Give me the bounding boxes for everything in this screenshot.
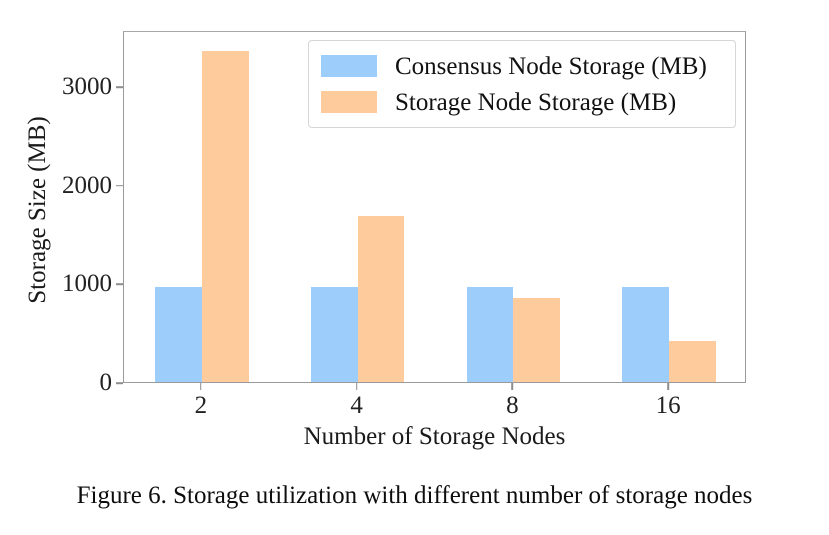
chart-legend: Consensus Node Storage (MB) Storage Node … [308,40,736,128]
x-axis-tick-mark [355,383,358,390]
y-axis-tick-label: 3000 [62,73,112,101]
y-axis-tick-mark [116,382,123,384]
x-axis-label: Number of Storage Nodes [303,423,566,450]
x-axis-tick-label: 16 [655,392,681,419]
y-axis-tick-mark [116,283,123,286]
legend-item[interactable]: Storage Node Storage (MB) [321,84,723,120]
x-axis-tick-label: 8 [506,392,519,419]
y-axis-tick-mark [116,86,123,88]
y-axis-tick-mark [116,185,123,187]
x-axis-tick-label: 4 [350,392,363,419]
bar-storage-8 [513,298,561,382]
bars-layer [124,32,745,382]
y-axis-ticks: 0 1000 2000 3000 [0,0,123,400]
x-axis-tick-mark [667,383,669,390]
legend-swatch-icon [321,55,377,77]
legend-label: Consensus Node Storage (MB) [395,52,707,80]
legend-item[interactable]: Consensus Node Storage (MB) [321,48,723,84]
bar-consensus-16 [622,287,670,382]
figure-caption: Figure 6. Storage utilization with diffe… [76,482,753,509]
y-axis-tick-label: 1000 [62,270,112,298]
bar-consensus-4 [310,287,358,382]
bar-consensus-2 [155,287,202,382]
x-axis-ticks: 2 4 8 16 [0,383,829,433]
bar-consensus-8 [466,287,514,382]
x-axis-tick-label: 2 [194,392,208,419]
legend-label: Storage Node Storage (MB) [395,88,677,116]
bar-storage-4 [357,216,405,382]
bar-storage-16 [669,340,716,382]
x-axis-tick-mark [511,383,514,390]
legend-swatch-icon [321,91,377,113]
y-axis-tick-label: 2000 [62,171,112,199]
bar-storage-2 [201,50,249,382]
y-axis-tick-label: 0 [99,369,113,396]
x-axis-tick-mark [200,383,202,390]
y-axis-label: Storage Size (MB) [24,116,51,304]
